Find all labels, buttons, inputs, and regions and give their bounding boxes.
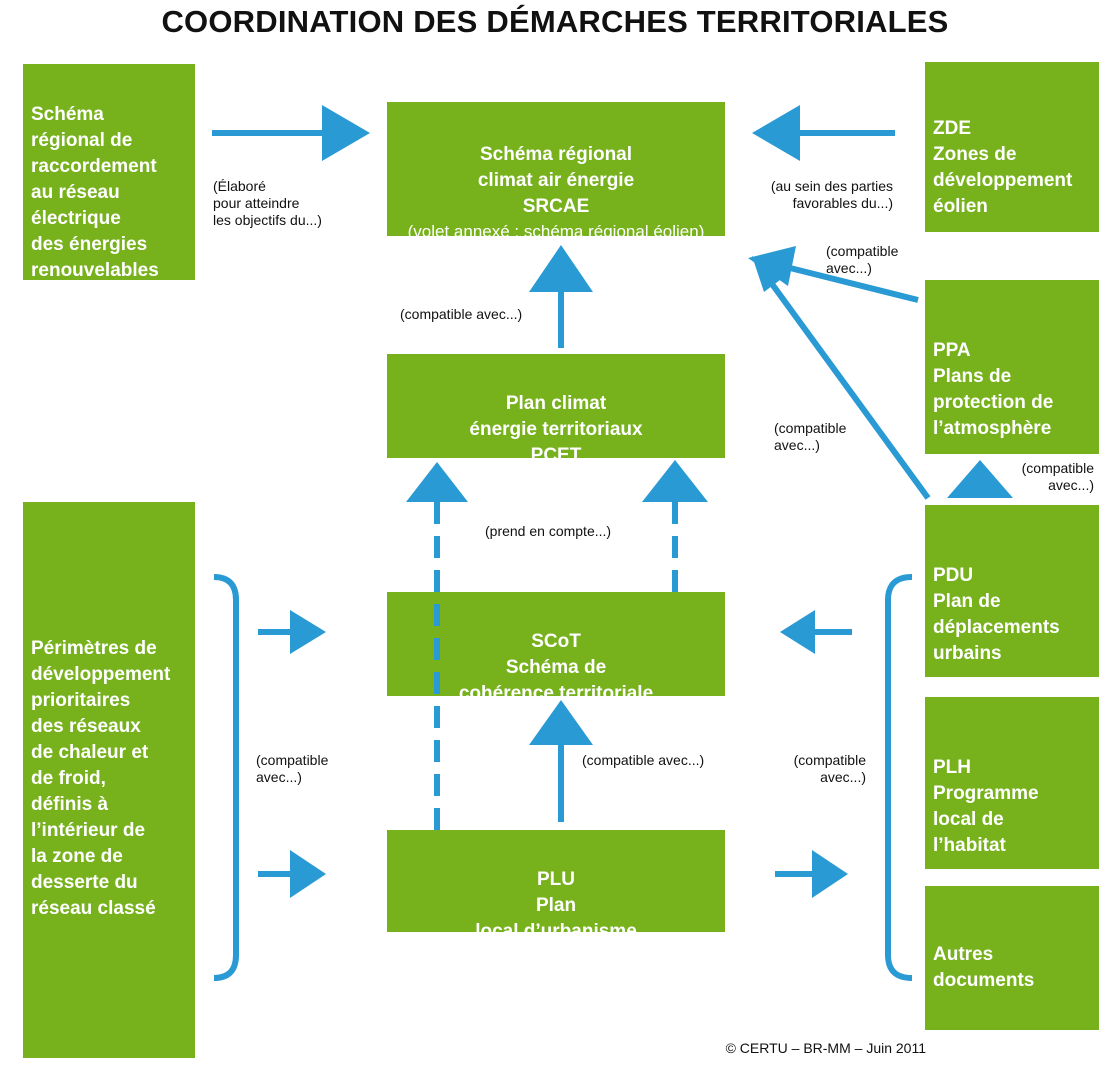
arrow-zde-srcae-head — [752, 105, 800, 161]
box-srcae-subtitle: (volet annexé : schéma régional éolien) — [407, 222, 705, 241]
box-pcet: Plan climat énergie territoriaux PCET — [387, 354, 725, 466]
arrow-scot-pcet-head — [642, 460, 708, 502]
box-pdu-text: PDU Plan de déplacements urbains — [933, 565, 1060, 664]
box-plh-text: PLH Programme local de l’habitat — [933, 757, 1039, 856]
note-compat-pdu-srcae: (compatible avec...) — [774, 420, 847, 453]
note-compat-ppa: (compatible avec...) — [826, 243, 899, 276]
box-ppa-text: PPA Plans de protection de l’atmosphère — [933, 340, 1054, 439]
bracket-left — [213, 574, 239, 981]
note-elabore: (Élaboré pour atteindre les objectifs du… — [213, 178, 322, 228]
arrow-right-scot-head — [780, 610, 815, 654]
box-plh: PLH Programme local de l’habitat — [925, 697, 1099, 869]
arrow-plu-right-head — [812, 850, 848, 898]
box-scot: SCoT Schéma de cohérence territoriale — [387, 592, 725, 704]
box-srcae: Schéma régional climat air énergie SRCAE… — [387, 102, 725, 241]
box-pdu: PDU Plan de déplacements urbains — [925, 505, 1099, 677]
arrow-srrrer-srcae-head — [322, 105, 370, 161]
arrow-left-plu-head — [290, 850, 326, 898]
arrow-pdu-srcae-head — [752, 256, 788, 292]
note-compat-pdu-ppa: (compatible avec...) — [1021, 460, 1094, 493]
note-compat-right: (compatible avec...) — [793, 752, 866, 785]
box-scot-text: SCoT Schéma de cohérence territoriale — [458, 631, 654, 704]
bracket-right — [885, 574, 913, 981]
box-plu-text: PLU Plan local d’urbanisme — [475, 869, 637, 942]
box-plu: PLU Plan local d’urbanisme — [387, 830, 725, 942]
note-prend-en-compte: (prend en compte...) — [485, 523, 612, 539]
box-perimetres-text: Périmètres de développement prioritaires… — [31, 638, 171, 919]
box-srrrer-text: Schéma régional de raccordement au résea… — [31, 104, 159, 281]
arrow-left-scot-head — [290, 610, 326, 654]
arrow-ppa-srcae-head — [748, 246, 796, 286]
credit-line: © CERTU – BR-MM – Juin 2011 — [725, 1040, 926, 1056]
box-srrrer: Schéma régional de raccordement au résea… — [23, 64, 195, 281]
arrow-plu-pcet-head — [406, 462, 468, 502]
note-compat-plu-scot: (compatible avec...) — [582, 752, 705, 768]
arrow-pdu-srcae-shaft — [769, 282, 931, 500]
note-compat-left: (compatible avec...) — [256, 752, 329, 785]
box-perimetres: Périmètres de développement prioritaires… — [23, 502, 195, 1058]
box-zde: ZDE Zones de développement éolien — [925, 62, 1099, 232]
box-pcet-text: Plan climat énergie territoriaux PCET — [469, 393, 643, 466]
note-au-sein: (au sein des parties favorables du...) — [770, 178, 893, 211]
box-srcae-title: Schéma régional climat air énergie SRCAE — [477, 144, 635, 217]
diagram-title: COORDINATION DES DÉMARCHES TERRITORIALES — [161, 4, 949, 39]
box-autres: Autres documents — [925, 886, 1099, 1030]
box-ppa: PPA Plans de protection de l’atmosphère — [925, 280, 1099, 454]
box-autres-text: Autres documents — [933, 944, 1035, 991]
box-zde-text: ZDE Zones de développement éolien — [933, 118, 1073, 217]
note-compat-pcet: (compatible avec...) — [400, 306, 523, 322]
